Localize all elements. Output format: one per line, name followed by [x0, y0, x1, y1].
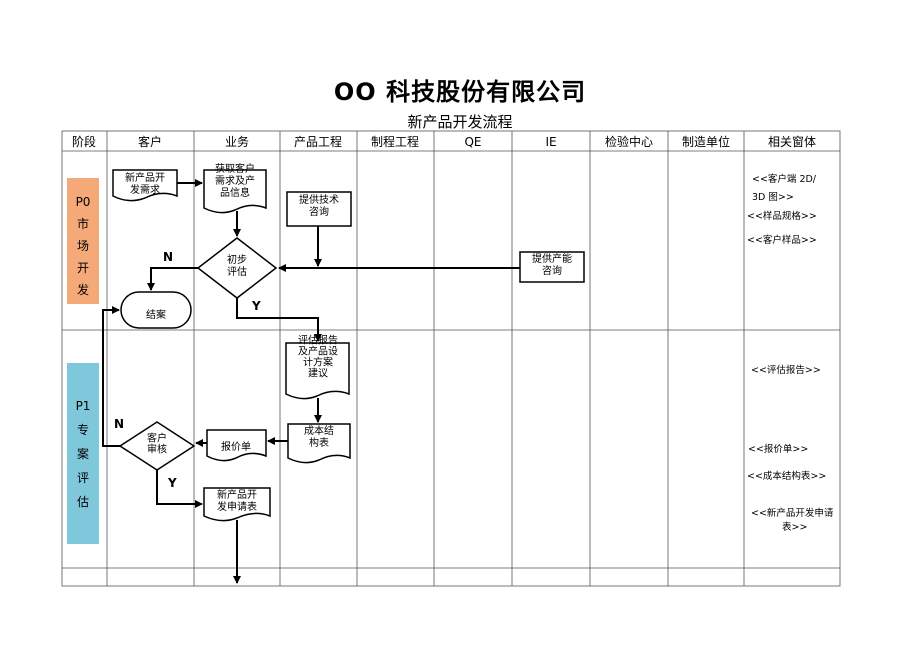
- column-header: 业务: [225, 134, 249, 149]
- flow-title: 新产品开发流程: [407, 113, 513, 131]
- column-header: IE: [545, 135, 556, 149]
- swimlane-table: [61, 130, 841, 587]
- phase-p0-bar: [67, 178, 99, 304]
- box-text-get-info: 获取客户需求及产品信息: [215, 162, 255, 199]
- label-y2: Y: [167, 476, 177, 490]
- form-item: <<样品规格>>: [747, 210, 817, 222]
- form-item: <<成本结构表>>: [747, 470, 826, 482]
- column-header: 制程工程: [371, 134, 419, 149]
- arrow-review-n-to-close: [102, 306, 120, 447]
- form-item: <<评估报告>>: [751, 364, 821, 376]
- close-terminal: [120, 291, 192, 329]
- form-item: <<报价单>>: [748, 443, 808, 455]
- box-text-new-app: 新产品开发申请表: [217, 488, 257, 513]
- box-text-capacity-consult: 提供产能咨询: [532, 252, 572, 277]
- label-n2: N: [114, 417, 124, 431]
- related-forms: <<客户端 2D/3D 图>> <<样品规格>> <<客户样品>> <<评估报告>> <…: [747, 173, 834, 533]
- box-text-cost-table: 成本结构表: [304, 424, 334, 449]
- tech-consult-box: [286, 191, 352, 227]
- box-text-customer-review: 客户审核: [147, 432, 167, 456]
- column-header: 客户: [138, 134, 162, 149]
- form-item: 3D 图>>: [752, 192, 794, 203]
- box-text-quote: 报价单: [221, 440, 251, 453]
- new-demand-doc: [112, 169, 178, 202]
- box-text-close: 结案: [146, 308, 166, 321]
- column-headers: 阶段 客户 业务 产品工程 制程工程 QE IE 检验中心 制造单位 相关窗体: [72, 134, 816, 149]
- box-text-tech-consult: 提供技术咨询: [299, 193, 339, 218]
- phase-p1-bar: [67, 363, 99, 544]
- box-text-new-demand: 新产品开发需求: [125, 171, 165, 196]
- company-title: OO 科技股份有限公司: [333, 78, 587, 106]
- column-header: 产品工程: [294, 134, 342, 149]
- get-info-doc: [203, 169, 267, 214]
- form-item: <<客户端 2D/: [752, 173, 817, 185]
- column-header: 检验中心: [605, 134, 653, 149]
- label-n1: N: [163, 250, 173, 264]
- label-y1: Y: [251, 299, 261, 313]
- arrow-review-y-to-app: [156, 470, 203, 508]
- arrow-eval-n-to-close: [147, 267, 198, 291]
- new-app-doc: [203, 487, 271, 522]
- eval-report-doc: [285, 342, 350, 400]
- form-item: <<新产品开发申请: [751, 507, 834, 519]
- cost-table-doc: [287, 423, 351, 464]
- arrow-eval-y-to-report: [236, 298, 322, 342]
- form-item: 表>>: [782, 521, 807, 533]
- column-header: QE: [464, 135, 481, 149]
- column-header: 相关窗体: [768, 135, 816, 149]
- form-item: <<客户样品>>: [747, 234, 817, 246]
- box-text-eval-report: 评估报告及产品设计方案建议: [298, 334, 338, 380]
- column-header: 制造单位: [682, 134, 730, 149]
- quote-doc: [206, 429, 267, 462]
- column-header: 阶段: [72, 134, 96, 149]
- box-text-initial-eval: 初步评估: [227, 253, 247, 278]
